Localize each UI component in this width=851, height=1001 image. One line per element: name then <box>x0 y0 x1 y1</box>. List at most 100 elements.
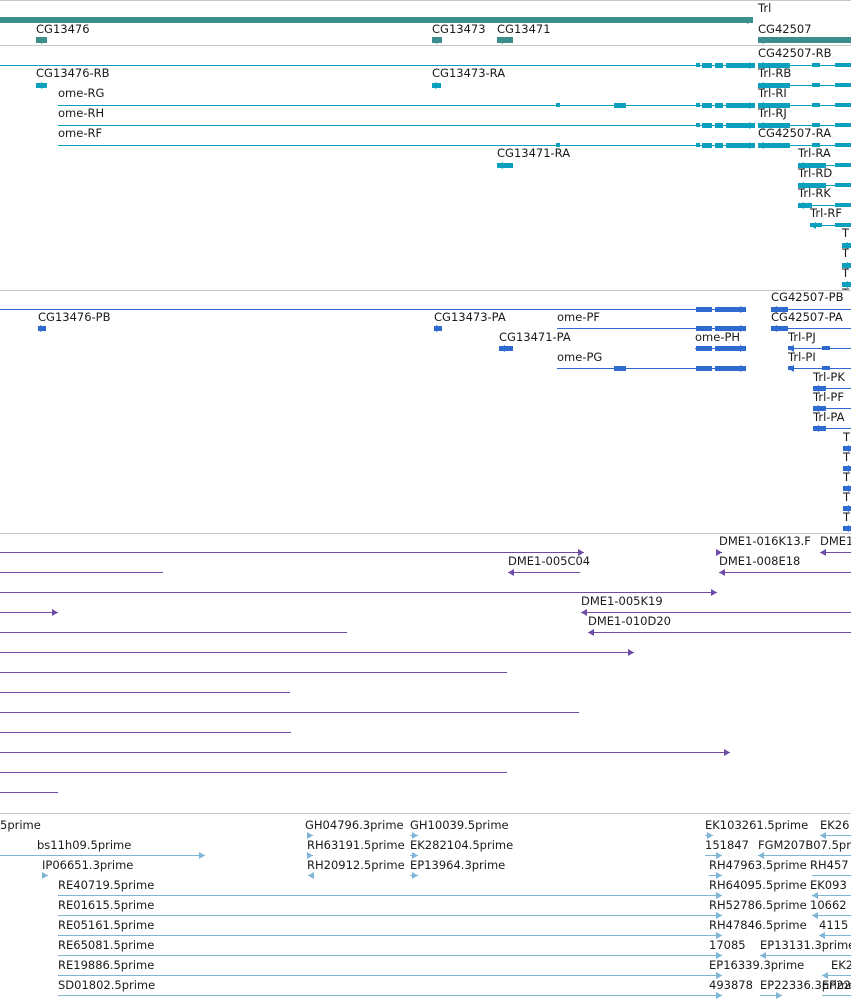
transcript-ome-rh-strand-arrow <box>749 122 755 129</box>
protein-t-label: T <box>843 430 851 444</box>
protein-t-label: T <box>843 470 851 484</box>
transcript-ome-rg-exon <box>715 103 723 108</box>
est-gh10039.5prime-strand-arrow <box>412 832 418 839</box>
clone-dme1-016k13.f-label: DME1-016K13.F <box>719 534 811 548</box>
transcript-cg42507-ra-exon <box>835 143 851 147</box>
transcript-ome-rf-exon <box>726 143 755 148</box>
est-re65081.5prime-intron-line <box>58 955 722 956</box>
protein-ome-pg-exon <box>696 366 712 371</box>
clone-unlabeled-strand-arrow <box>711 589 717 596</box>
est-ek282104.5prime-label: EK282104.5prime <box>410 838 514 852</box>
est-re01615.5prime-intron-line <box>58 915 722 916</box>
est-ep16339.3prime-strand-arrow <box>716 972 722 979</box>
transcript-ome-rh-exon <box>726 123 755 128</box>
transcript-cg13476-rb-label: CG13476-RB <box>36 66 110 80</box>
est-ep22336.3prime-label: EP22336.3prime <box>760 978 851 992</box>
protein-t-label: T <box>843 490 851 504</box>
est-ek282104.5prime-strand-arrow <box>412 852 418 859</box>
transcript-trl-rj-label: Trl-RJ <box>758 106 787 120</box>
est-151847-intron-line <box>705 855 722 856</box>
protein-cg42507-pa-strand-arrow <box>771 325 777 332</box>
transcript-cg42507-rb-strand-arrow <box>758 62 764 69</box>
clone-dme1-008e18-label: DME1-008E18 <box>719 554 801 568</box>
est-rh64095.5prime-strand-arrow <box>716 892 722 899</box>
transcript-trl-rf-strand-arrow <box>810 222 816 229</box>
est-gh10039.5prime-label: GH10039.5prime <box>410 818 509 832</box>
gene-trl-exon <box>0 17 753 23</box>
transcript-cg42507-rb-exon <box>835 63 851 67</box>
protein-ome-ph-exon <box>696 346 712 351</box>
protein-cg42507-pb-intron-line <box>771 309 851 310</box>
est-re01615.5prime-label: RE01615.5prime <box>58 898 155 912</box>
protein-trl-pi-strand-arrow <box>788 365 794 372</box>
protein-trl-pj-label: Trl-PJ <box>788 330 816 344</box>
clone-unlabeled-strand-arrow <box>628 649 634 656</box>
clone-dme1-label: DME1 <box>820 534 851 548</box>
protein-ome-pf-intron-line <box>557 328 746 329</box>
protein-cg42507-pa-exon <box>771 326 788 331</box>
transcript-trl-ri-exon <box>758 103 790 108</box>
est-4115-strand-arrow <box>819 932 825 939</box>
transcript-ome-rg-exon <box>702 103 712 108</box>
protein-trl-pi-exon <box>822 366 830 370</box>
clone-unlabeled-intron-line <box>0 752 730 753</box>
transcript-ome-rg-exon <box>696 103 700 107</box>
transcript-cg13471-ra-label: CG13471-RA <box>497 146 571 160</box>
transcript-unlabeled-intron-line <box>0 65 755 66</box>
est-rh52786.5prime-intron-line <box>709 915 722 916</box>
transcript-trl-ri-label: Trl-RI <box>758 86 787 100</box>
protein-ome-pf-strand-arrow <box>740 325 746 332</box>
est-rh63191.5prime-label: RH63191.5prime <box>307 838 405 852</box>
gene-trl-label: Trl <box>758 1 772 15</box>
transcript-cg42507-rb-intron-line <box>758 65 851 66</box>
protein-ome-pf-exon <box>696 326 712 331</box>
est-4115-label: 4115 <box>819 918 849 932</box>
transcript-unlabeled-exon <box>702 63 712 68</box>
est-4115-intron-line <box>819 935 851 936</box>
est-5prime-label: 5prime <box>0 818 41 832</box>
protein-unlabeled-exon <box>715 307 746 312</box>
est-rh457-label: RH457 <box>810 858 849 872</box>
transcript-trl-rk-label: Trl-RK <box>798 186 831 200</box>
protein-trl-pk-label: Trl-PK <box>813 370 845 384</box>
protein-ome-pg-intron-line <box>557 368 746 369</box>
protein-ome-pf-exon <box>715 326 746 331</box>
transcript-trl-rk-exon <box>835 203 851 207</box>
protein-unlabeled-strand-arrow <box>740 306 746 313</box>
clone-unlabeled-strand-arrow <box>724 749 730 756</box>
est-ep13964.3prime-strand-arrow <box>412 872 418 879</box>
gene-cg42507-exon <box>758 37 851 43</box>
transcript-unlabeled-exon <box>696 63 700 67</box>
transcript-ome-rf-intron-line <box>58 145 755 146</box>
protein-unlabeled-intron-line <box>0 309 746 310</box>
est-rh47963.5prime-intron-line <box>709 875 722 876</box>
transcript-cg13476-rb-strand-arrow <box>41 82 47 89</box>
transcript-trl-rd-exon <box>798 183 826 188</box>
transcript-cg13473-ra-strand-arrow <box>435 82 441 89</box>
protein-trl-pf-intron-line <box>813 408 851 409</box>
gene-cg13471-exon <box>497 37 513 43</box>
est-bs11h09.5prime-intron-line <box>0 855 205 856</box>
protein-ome-ph-label: ome-PH <box>695 330 741 344</box>
transcript-trl-rf-label: Trl-RF <box>810 206 843 220</box>
transcript-trl-rb-strand-arrow <box>758 82 764 89</box>
protein-ome-pg-strand-arrow <box>740 365 746 372</box>
protein-cg13473-pa-strand-arrow <box>436 325 442 332</box>
transcript-cg42507-rb-exon <box>758 63 790 68</box>
protein-t-strand-arrow <box>843 505 849 512</box>
protein-cg42507-pb-label: CG42507-PB <box>771 290 844 304</box>
clone-unlabeled-intron-line <box>0 572 163 573</box>
est-fgm207b07.5prime-strand-arrow <box>758 852 764 859</box>
gene-cg13471-strand-arrow <box>497 37 503 44</box>
transcript-trl-rf-exon <box>835 223 851 227</box>
transcript-trl-rj-intron-line <box>758 125 851 126</box>
est-ek2-strand-arrow <box>822 972 828 979</box>
protein-cg42507-pa-intron-line <box>771 328 851 329</box>
protein-trl-pk-intron-line <box>813 388 851 389</box>
protein-ome-pg-label: ome-PG <box>557 350 603 364</box>
protein-trl-pa-label: Trl-PA <box>813 410 845 424</box>
gene-cg13471-label: CG13471 <box>497 22 551 36</box>
transcript-trl-rj-strand-arrow <box>758 122 764 129</box>
